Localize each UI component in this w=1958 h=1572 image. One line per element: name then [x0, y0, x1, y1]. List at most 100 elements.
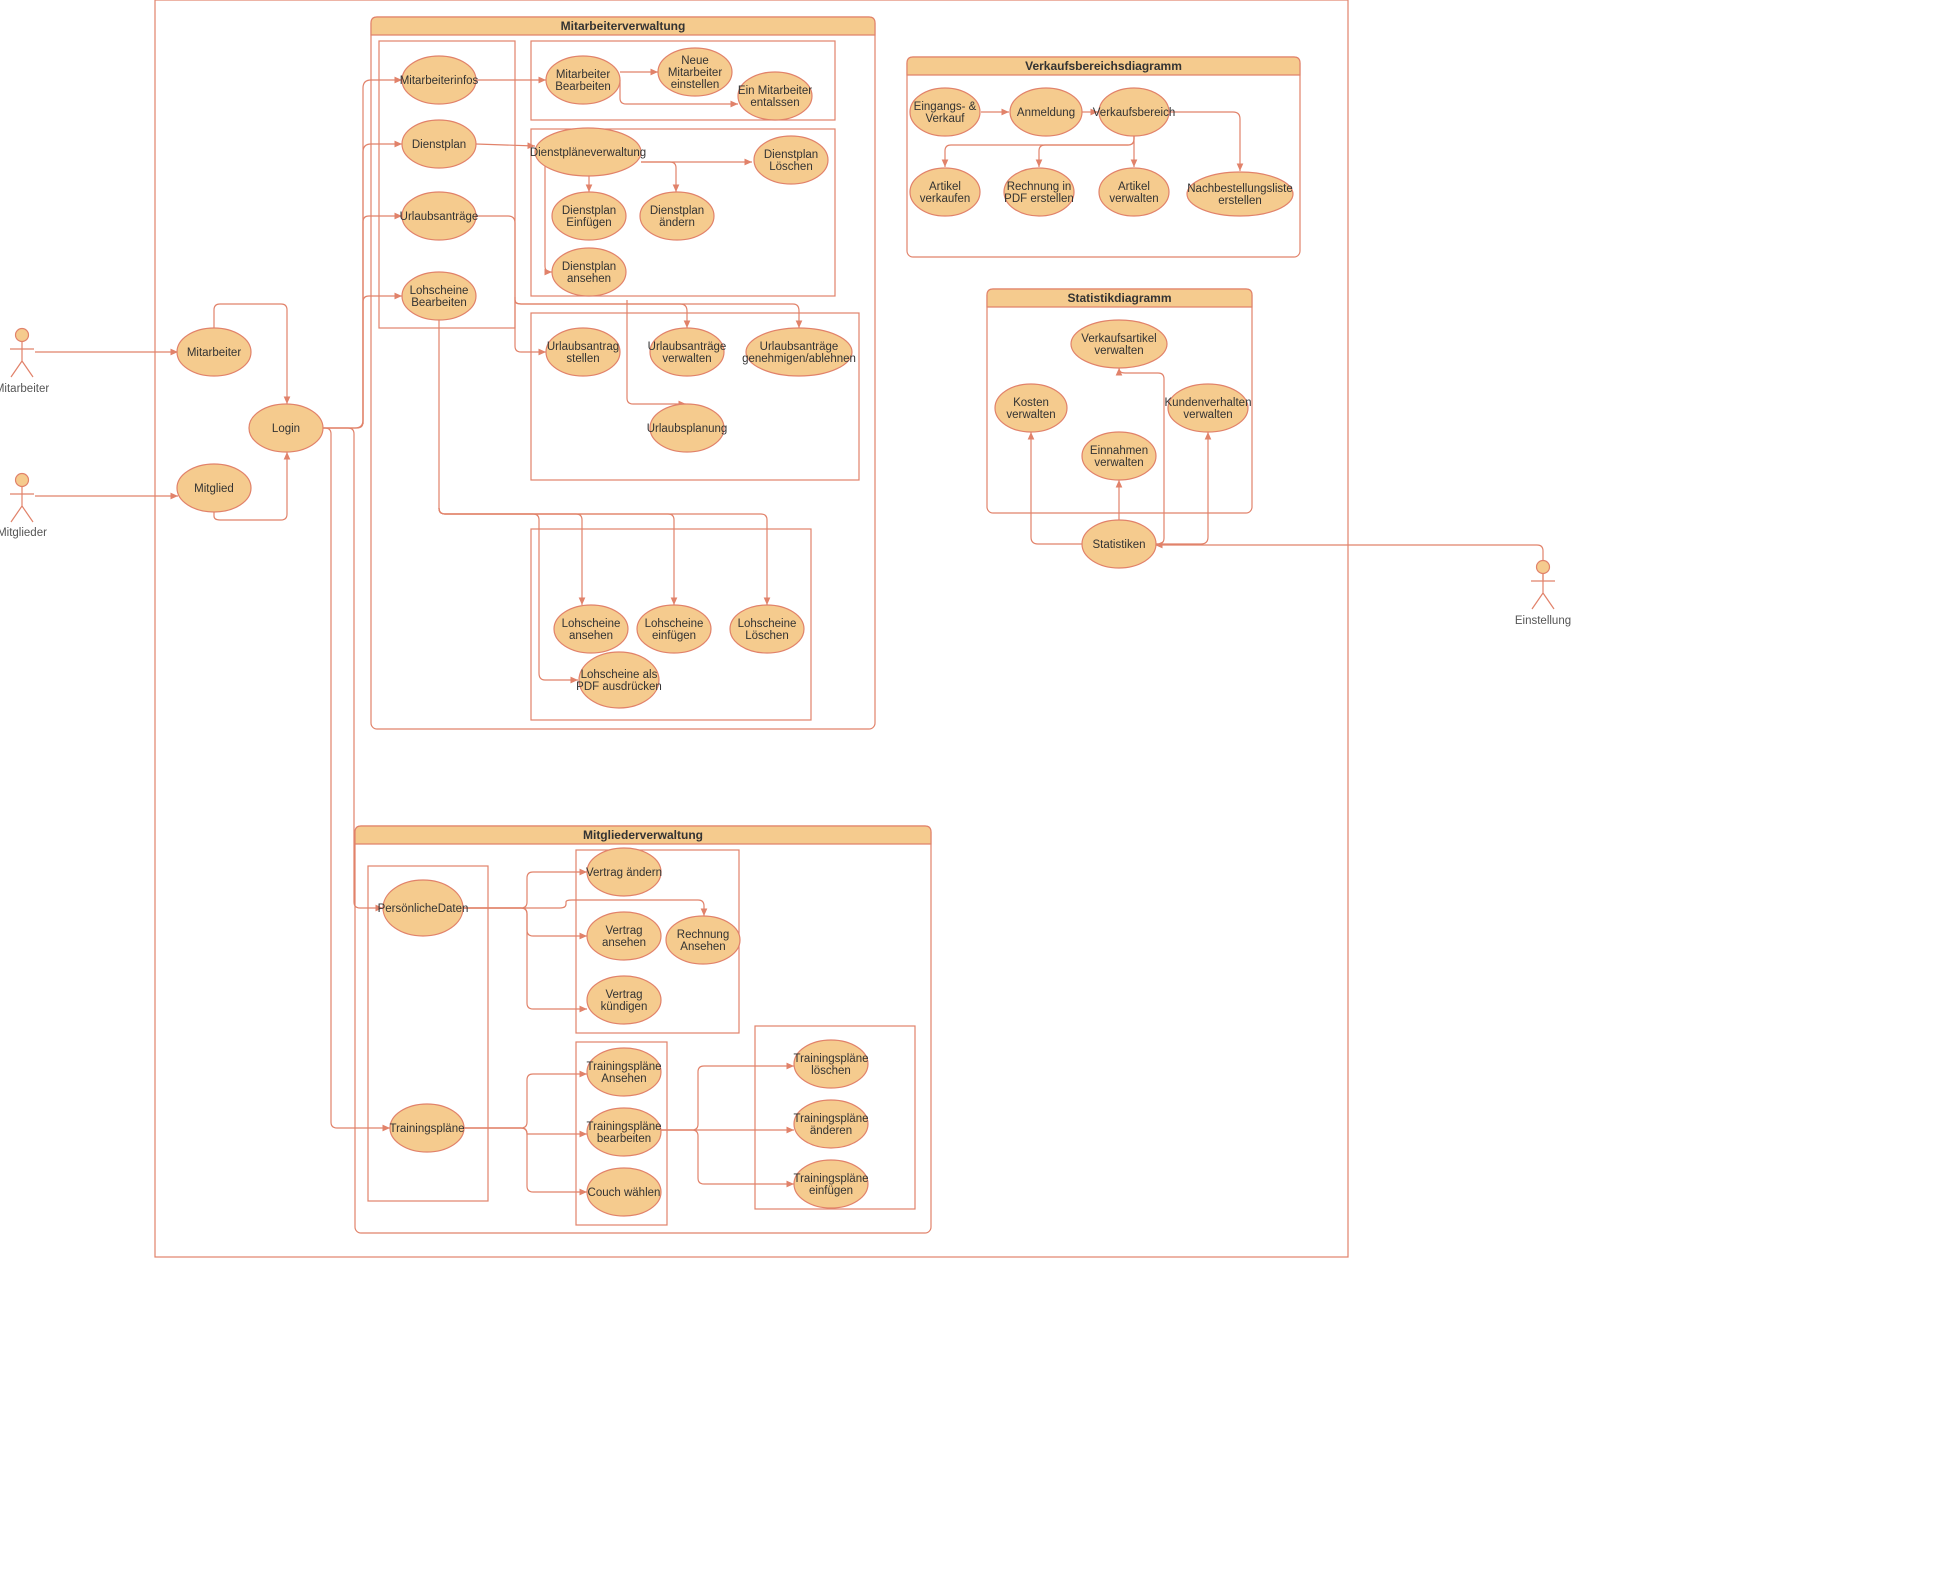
- usecase-statistiken[interactable]: Statistiken: [1081, 519, 1157, 569]
- connector-arrow: [1155, 432, 1212, 545]
- usecase-verkaufsbereich[interactable]: Verkaufsbereich: [1093, 87, 1175, 137]
- usecase-ellipse: [553, 604, 629, 654]
- connector-arrow: [438, 507, 678, 605]
- usecase-label: Einnahmen: [1090, 445, 1148, 457]
- connector-arrow: [1155, 541, 1544, 580]
- usecase-ellipse: [657, 47, 733, 97]
- connector-arrow: [475, 142, 536, 150]
- usecase-ellipse: [382, 879, 464, 937]
- actor-einstellung[interactable]: Einstellung: [1515, 559, 1571, 628]
- usecase-label: Artikel: [929, 181, 961, 193]
- usecase-ellipse: [1081, 431, 1157, 481]
- connector-arrow: [463, 868, 587, 909]
- connector-arrow: [619, 80, 738, 108]
- usecase-label: Mitglied: [194, 483, 234, 495]
- usecase-trainingsplaene[interactable]: Trainingspläne: [389, 1103, 465, 1153]
- usecase-mitarbeiterinfos[interactable]: Mitarbeiterinfos: [400, 55, 479, 105]
- usecase-urlaubsplanung[interactable]: Urlaubsplanung: [647, 403, 728, 453]
- usecase-ellipse: [793, 1099, 869, 1149]
- connector-arrow: [661, 1062, 794, 1131]
- package-header: [370, 16, 876, 36]
- usecase-label: Urlaubsanträge: [400, 211, 479, 223]
- usecase-ellipse: [586, 911, 662, 961]
- usecase-urlaubsantraege[interactable]: Urlaubsanträge: [400, 191, 479, 241]
- usecase-vertrag-aendern[interactable]: Vertrag ändern: [586, 847, 662, 897]
- usecase-dpverwaltung[interactable]: Dienstpläneverwaltung: [530, 127, 646, 177]
- connector-arrow: [463, 899, 708, 916]
- usecase-label: Löschen: [745, 630, 788, 642]
- actor-mitglieder[interactable]: Mitglieder: [0, 472, 47, 540]
- usecase-label: Dienstplan: [562, 261, 616, 273]
- actor-head: [14, 327, 30, 343]
- usecase-couch[interactable]: Couch wählen: [586, 1167, 662, 1217]
- usecase-ellipse: [586, 1047, 662, 1097]
- usecase-dienstplan[interactable]: Dienstplan: [401, 119, 477, 169]
- usecase-label: Trainingspläne: [389, 1123, 464, 1135]
- usecase-anmeldung[interactable]: Anmeldung: [1009, 87, 1083, 137]
- usecase-label: Lohscheine als: [581, 669, 658, 681]
- actor-mitarbeiter[interactable]: Mitarbeiter: [0, 327, 49, 396]
- usecase-ellipse: [753, 135, 829, 185]
- usecase-ellipse: [649, 327, 725, 377]
- usecase-mitglied[interactable]: Mitglied: [176, 463, 252, 513]
- connector-arrow: [1169, 111, 1244, 171]
- usecase-label: Trainingspläne: [586, 1121, 661, 1133]
- connector-arrow: [464, 1127, 587, 1196]
- usecase-label: Mitarbeiter: [187, 347, 241, 359]
- package-title: Mitarbeiterverwaltung: [561, 19, 686, 33]
- usecase-ellipse: [551, 191, 627, 241]
- usecase-eingang[interactable]: Eingangs- &Verkauf: [909, 87, 981, 137]
- connector-arrow: [213, 452, 291, 521]
- usecase-ellipse: [994, 383, 1068, 433]
- usecase-ellipse: [665, 915, 741, 965]
- usecase-ellipse: [401, 119, 477, 169]
- usecase-login[interactable]: Login: [248, 403, 324, 453]
- usecase-ellipse: [793, 1159, 869, 1209]
- usecase-label: Trainingspläne: [793, 1113, 868, 1125]
- usecase-mitarbeiter[interactable]: Mitarbeiter: [176, 327, 252, 377]
- usecase-ellipse: [636, 604, 712, 654]
- usecase-ellipse: [586, 1167, 662, 1217]
- usecase-label: Couch wählen: [588, 1187, 661, 1199]
- usecase-persoenliche-daten[interactable]: PersönlicheDaten: [378, 879, 469, 937]
- usecase-label: Löschen: [769, 161, 812, 173]
- package-header: [986, 288, 1253, 308]
- usecase-label: Ansehen: [601, 1073, 646, 1085]
- usecase-label: Nachbestellungsliste: [1187, 183, 1292, 195]
- connectors-layer: [35, 68, 1544, 1196]
- connector-arrow: [438, 507, 771, 605]
- usecase-ellipse: [793, 1039, 869, 1089]
- usecase-ellipse: [401, 191, 477, 241]
